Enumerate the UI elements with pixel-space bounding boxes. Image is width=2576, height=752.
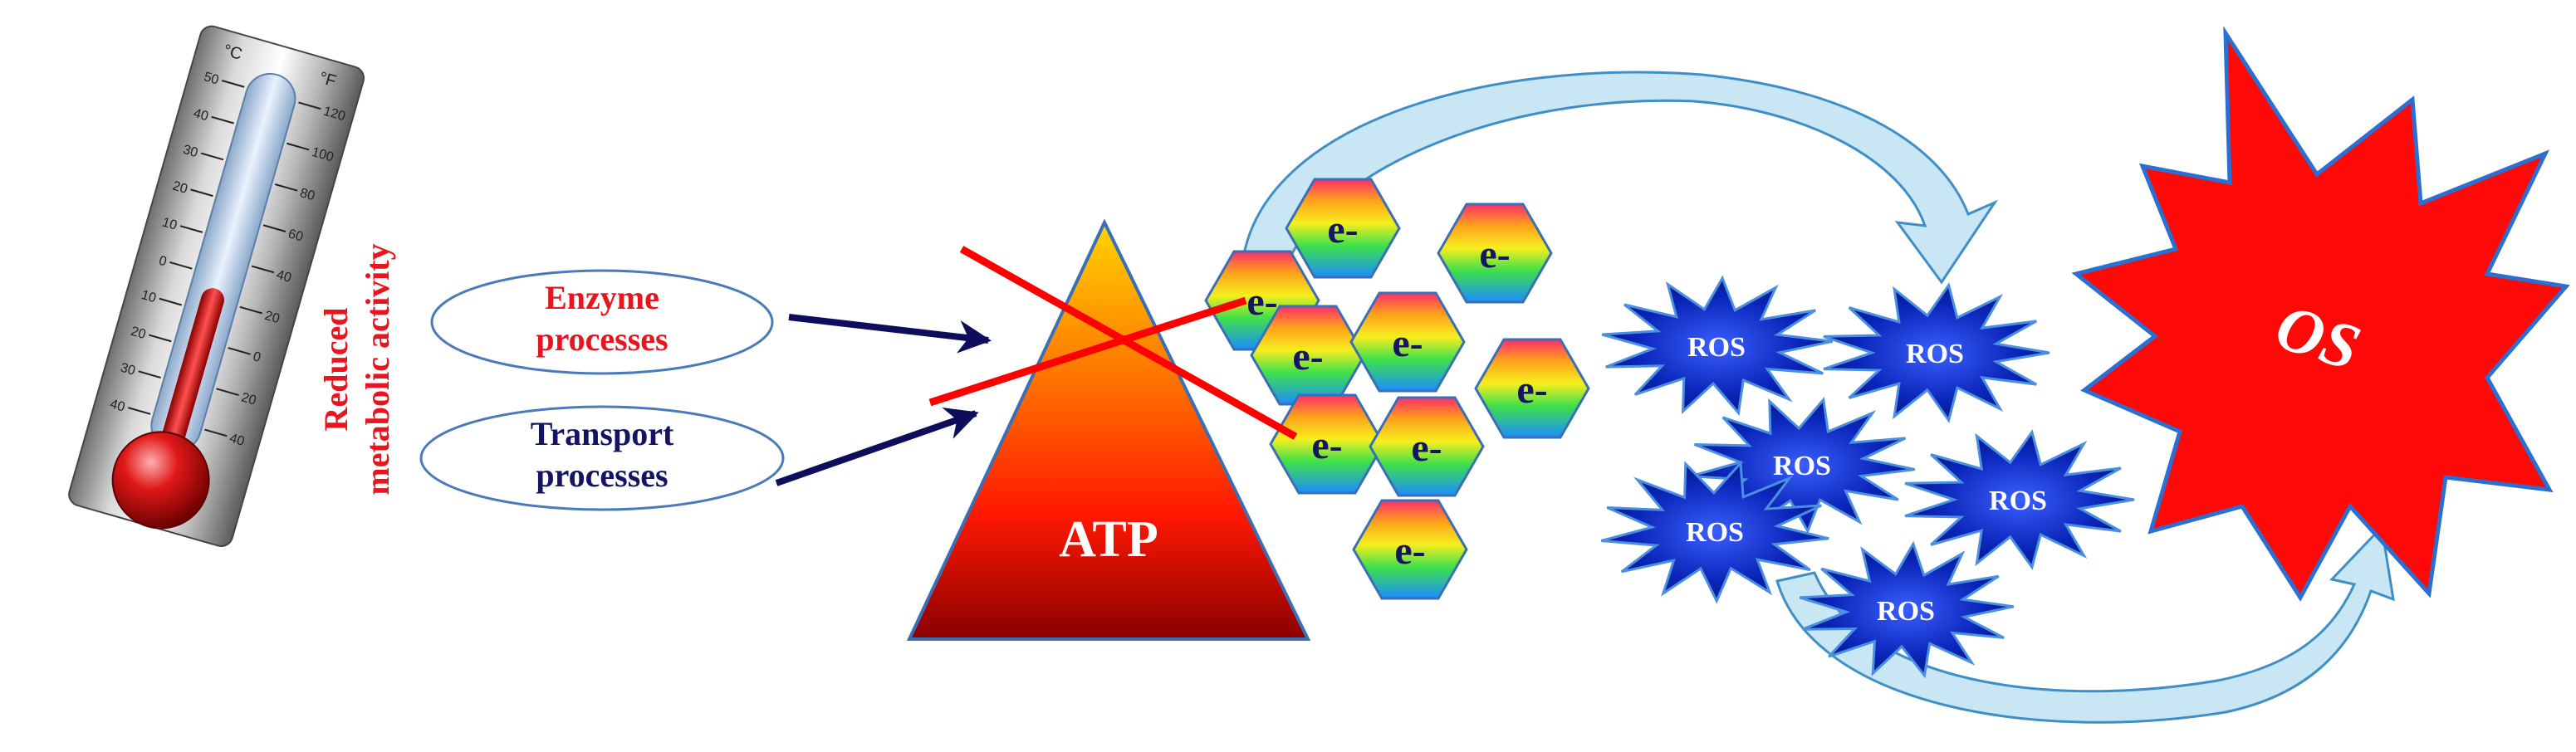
svg-text:e-: e-	[1292, 334, 1323, 378]
transport-to-atp-arrow	[775, 408, 979, 486]
ros-starburst	[1823, 282, 2050, 423]
atp-triangle	[906, 218, 1311, 641]
side-label-line2: metabolic activity	[359, 243, 396, 495]
ros-label: ROS	[1989, 486, 2047, 516]
celsius-tick	[221, 80, 245, 88]
svg-text:e-: e-	[1411, 426, 1442, 470]
svg-text:e-: e-	[1394, 529, 1425, 573]
svg-text:e-: e-	[1516, 368, 1547, 412]
ros-label: ROS	[1906, 339, 1964, 369]
celsius-tick	[200, 152, 224, 161]
celsius-tick-label: 40	[108, 397, 126, 414]
electrons-to-ros-curved-arrow	[1240, 71, 1999, 285]
cross-line-1	[959, 246, 1298, 440]
electron-hexagon: e-	[1349, 291, 1466, 393]
transport-processes-line1: Transport	[531, 415, 674, 452]
enzyme-processes-node: Enzyme processes	[430, 269, 774, 375]
transport-processes-node: Transport processes	[419, 405, 785, 511]
ros-label: ROS	[1686, 517, 1744, 548]
ros-star: ROS	[1799, 540, 2015, 679]
ros-starburst	[1799, 540, 2015, 679]
ros-star: ROS	[1600, 460, 1829, 604]
electron-hexagon: e-	[1250, 305, 1366, 406]
ros-label: ROS	[1773, 451, 1831, 481]
celsius-tick-label: 10	[160, 215, 179, 232]
ros-starburst	[1904, 429, 2135, 570]
celsius-tick-label: 10	[140, 288, 158, 305]
atp-label: ATP	[1059, 511, 1158, 568]
electron-hexagon: e-	[1437, 203, 1553, 304]
fahrenheit-tick	[286, 142, 310, 151]
fahrenheit-tick-label: 120	[321, 105, 346, 125]
fahrenheit-tick	[239, 305, 263, 315]
celsius-tick-label: 30	[119, 361, 137, 378]
ros-starburst	[1601, 275, 1834, 416]
electron-hexagon: e-	[1369, 396, 1485, 497]
reduced-metabolic-activity-label: Reduced metabolic activity	[317, 243, 396, 495]
oxidative-stress-node: OS	[2071, 26, 2570, 602]
celsius-tick-label: 30	[181, 143, 199, 160]
cross-line-2	[928, 296, 1247, 407]
electron-hexagon: e-	[1474, 338, 1590, 439]
celsius-tick-label: 40	[192, 106, 210, 124]
electron-cluster: e- e- e- e- e- e- e- e-	[1204, 178, 1590, 600]
fahrenheit-tick	[204, 428, 228, 437]
enzyme-processes-ellipse	[430, 269, 774, 375]
celsius-tick	[159, 297, 183, 306]
fahrenheit-tick	[251, 265, 275, 274]
electron-hexagon: e-	[1285, 178, 1401, 279]
celsius-tick	[138, 370, 161, 379]
enzyme-processes-line2: processes	[536, 320, 668, 358]
ros-star: ROS	[1904, 429, 2135, 570]
ros-label: ROS	[1877, 596, 1935, 627]
celsius-tick	[149, 334, 172, 343]
fahrenheit-tick	[274, 183, 298, 192]
enzyme-to-atp-arrow	[788, 314, 992, 354]
ros-star: ROS	[1823, 282, 2050, 423]
electron-hexagon: e-	[1352, 499, 1468, 600]
svg-text:e-: e-	[1327, 208, 1358, 251]
fahrenheit-tick-label: 20	[263, 309, 282, 326]
enzyme-processes-line1: Enzyme	[545, 279, 659, 316]
fahrenheit-tick	[216, 388, 239, 397]
ros-cluster: ROS ROS ROS ROS ROS ROS	[1600, 275, 2135, 679]
side-label-line1: Reduced	[317, 308, 355, 432]
svg-text:e-: e-	[1311, 423, 1342, 467]
fahrenheit-tick	[298, 101, 321, 110]
celsius-tick	[190, 188, 213, 198]
svg-text:e-: e-	[1479, 232, 1510, 276]
fahrenheit-tick-label: 20	[240, 390, 258, 408]
celsius-tick	[169, 261, 193, 270]
fahrenheit-tick-label: 80	[298, 186, 316, 203]
ros-star: ROS	[1601, 275, 1834, 416]
celsius-tick-label: 20	[130, 325, 148, 342]
fahrenheit-tick-label: 40	[228, 432, 246, 449]
fahrenheit-tick-label: 60	[286, 227, 305, 244]
fahrenheit-tick	[262, 224, 286, 232]
celsius-tick	[127, 407, 151, 415]
fahrenheit-tick-label: 100	[310, 145, 335, 165]
celsius-tick	[211, 115, 234, 125]
atp-node: ATP	[906, 218, 1311, 641]
transport-processes-ellipse	[419, 405, 785, 511]
celsius-tick-label: 20	[171, 179, 189, 197]
ros-label: ROS	[1687, 332, 1746, 363]
electron-hexagon: e-	[1269, 393, 1385, 495]
ros-to-os-curved-arrow	[1775, 524, 2395, 724]
ros-starburst	[1600, 460, 1829, 604]
transport-processes-line2: processes	[536, 457, 668, 494]
thermometer-bulb	[111, 431, 210, 530]
celsius-tick-label: 50	[202, 70, 220, 87]
os-starburst	[2071, 26, 2570, 602]
svg-text:e-: e-	[1392, 321, 1423, 365]
thermometer-mercury-column	[155, 288, 224, 471]
fahrenheit-tick	[228, 347, 251, 355]
fahrenheit-tick-label: 40	[275, 268, 293, 286]
celsius-tick	[179, 225, 203, 233]
